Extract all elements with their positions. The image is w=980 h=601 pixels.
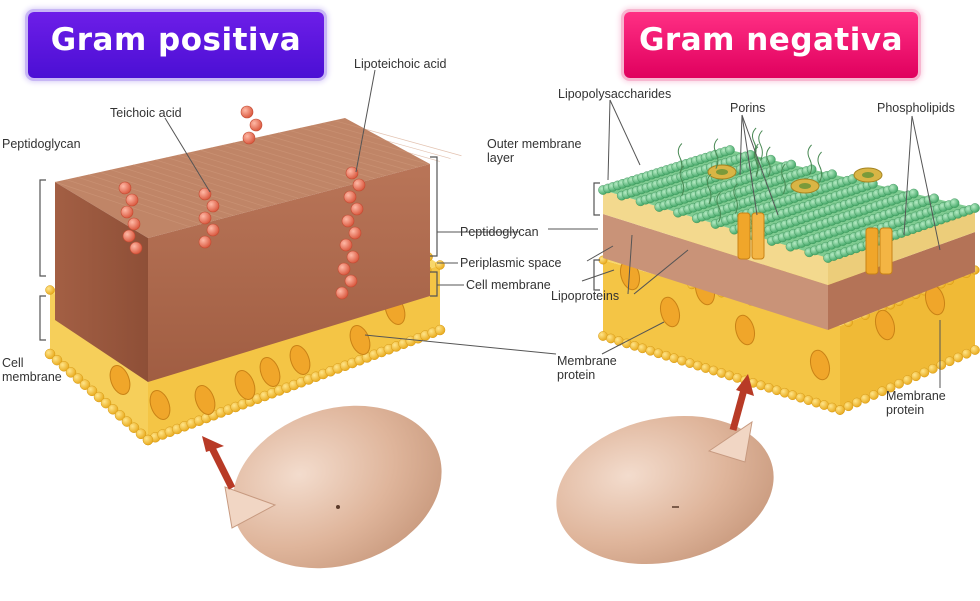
- label-phospholipids: Phospholipids: [877, 101, 955, 115]
- gram-positive-cell: [211, 380, 463, 594]
- label-peptidoglycan-center: Peptidoglycan: [460, 225, 539, 239]
- gram-negative-title: Gram negativa: [624, 12, 918, 78]
- label-cell-membrane-center: Cell membrane: [466, 278, 551, 292]
- gram-negative-brackets: [594, 183, 600, 290]
- label-lipopolysaccharides: Lipopolysaccharides: [558, 87, 671, 101]
- label-outer-membrane-layer: Outer membrane layer: [487, 137, 597, 165]
- label-lipoproteins: Lipoproteins: [551, 289, 619, 303]
- gram-positive-title: Gram positiva: [28, 12, 324, 78]
- gram-negative-cell: [542, 397, 787, 584]
- label-membrane-protein-negative: Membrane protein: [886, 389, 956, 417]
- label-periplasmic-space: Periplasmic space: [460, 256, 561, 270]
- label-membrane-protein-center: Membrane protein: [557, 354, 629, 382]
- gram-negative-envelope: [598, 128, 979, 415]
- label-peptidoglycan-positive: Peptidoglycan: [2, 137, 81, 151]
- label-porins: Porins: [730, 101, 765, 115]
- label-cell-membrane-positive: Cell membrane: [2, 356, 82, 384]
- label-lipoteichoic-acid: Lipoteichoic acid: [354, 57, 446, 71]
- label-teichoic-acid: Teichoic acid: [110, 106, 182, 120]
